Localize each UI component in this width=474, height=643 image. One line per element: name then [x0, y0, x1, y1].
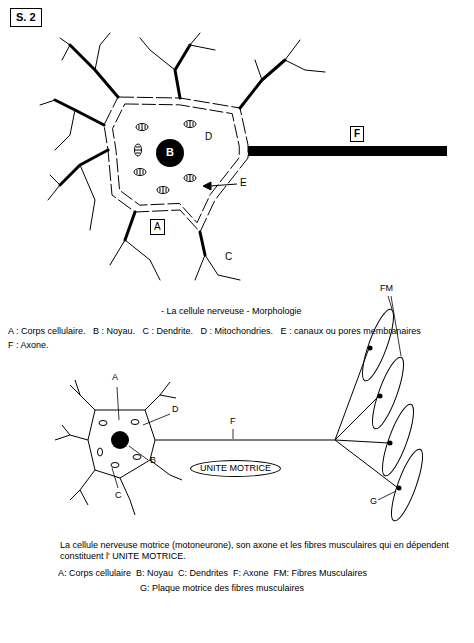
motor-neuron	[88, 410, 155, 478]
cell-body-label-box: A	[150, 219, 165, 235]
arrow-e	[210, 184, 237, 186]
mitochondria	[187, 121, 193, 127]
mitochondria	[139, 124, 145, 130]
part-letter: B	[150, 455, 156, 466]
node-text: F	[354, 128, 360, 140]
part-letter: E	[240, 177, 247, 189]
motor-neuron	[55, 380, 182, 515]
cell-membrane	[104, 97, 248, 232]
mitochondria	[157, 187, 169, 194]
nucleus-circle: B	[156, 139, 184, 167]
cell-membrane	[104, 97, 248, 232]
nucleus-disc	[111, 431, 129, 449]
key-text: F : Axone.	[8, 340, 49, 351]
description-text: La cellule nerveuse motrice (motoneurone…	[60, 540, 460, 562]
mitochondria	[135, 147, 141, 153]
mitochondria	[134, 121, 196, 194]
motor-end-plate	[368, 346, 373, 351]
arrow-e	[203, 182, 211, 190]
motor-axon	[155, 440, 335, 441]
node-text: A	[154, 221, 161, 233]
part-letter: C	[115, 490, 122, 501]
muscle-fiber	[377, 401, 420, 479]
arrow-e	[203, 182, 237, 190]
part-letter: D	[205, 131, 212, 143]
part-letter: D	[172, 404, 179, 415]
node-text: UNITE MOTRICE	[200, 463, 271, 474]
mitochondria	[187, 175, 193, 181]
mitochondria	[184, 175, 196, 182]
motor-end-plate	[397, 486, 402, 491]
axon	[248, 146, 447, 156]
part-letter: A	[112, 372, 118, 383]
motor-neuron	[98, 448, 103, 456]
section-box: S. 2	[10, 8, 42, 27]
motor-neuron	[111, 463, 119, 468]
part-letter: G	[370, 496, 377, 507]
dendrite	[40, 33, 325, 280]
mitochondria	[160, 187, 166, 193]
motor-neuron	[133, 455, 141, 460]
part-letter: C	[225, 251, 232, 263]
node-text: S. 2	[16, 11, 36, 24]
motor-neuron	[131, 420, 139, 425]
part-letter: FM	[380, 283, 393, 294]
motor-end-plate	[378, 394, 383, 399]
key-text: A : Corps cellulaire. B : Noyau. C : Den…	[8, 326, 421, 337]
muscle-fiber	[386, 446, 429, 524]
part-letter: F	[230, 416, 236, 427]
mitochondria	[135, 144, 142, 156]
mitochondria	[134, 169, 146, 176]
node-text: B	[166, 146, 174, 159]
motor-axon	[155, 348, 398, 488]
motor-end-plate	[388, 441, 393, 446]
dendrite	[40, 33, 325, 280]
mitochondria	[136, 124, 148, 131]
muscle-fiber	[367, 354, 410, 432]
muscle-fiber	[357, 306, 400, 384]
mitochondria	[137, 169, 143, 175]
unit-ellipse: UNITE MOTRICE	[190, 460, 281, 477]
key-text: G: Plaque motrice des fibres musculaires	[140, 583, 304, 594]
axon-label-box: F	[350, 126, 364, 142]
motor-neuron	[55, 380, 182, 515]
caption-text: - La cellule nerveuse - Morphologie	[161, 306, 302, 317]
mitochondria	[184, 121, 196, 128]
motor-neuron	[99, 421, 107, 426]
motor-end-plate	[368, 346, 402, 491]
cell-membrane	[113, 104, 240, 223]
muscle-fiber	[357, 306, 429, 524]
key-text: A: Corps cellulaire B: Noyau C: Dendrite…	[58, 568, 367, 579]
